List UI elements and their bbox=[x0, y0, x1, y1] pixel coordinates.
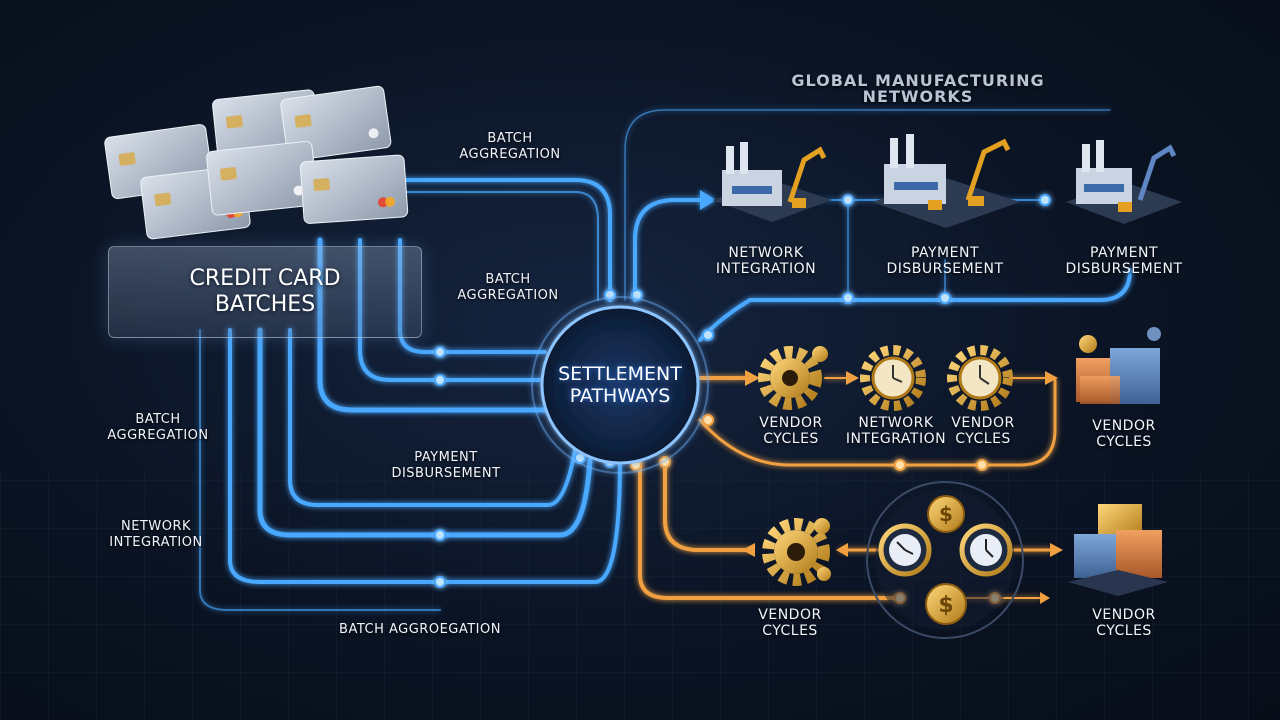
settlement-hub bbox=[531, 296, 709, 474]
clock-icon bbox=[860, 345, 926, 411]
node-dot bbox=[702, 329, 714, 341]
arrow-to-factories bbox=[700, 190, 716, 210]
node-dot bbox=[894, 459, 906, 471]
flow-panel-to-hub-2 bbox=[358, 238, 547, 382]
label-vendor-cycles-1: VENDOR CYCLES bbox=[759, 415, 823, 447]
arrow-to-vendor-gear bbox=[745, 370, 760, 386]
arrow-bottom-clock-left bbox=[836, 543, 848, 557]
credit-card-icon bbox=[206, 141, 319, 216]
flow-vendor-return bbox=[698, 378, 1057, 467]
shipping-container-icon bbox=[1068, 504, 1168, 596]
svg-text:$: $ bbox=[938, 593, 953, 618]
node-dot bbox=[939, 292, 951, 304]
node-dot bbox=[434, 529, 446, 541]
label-factory-payment-disbursement-2: PAYMENT DISBURSEMENT bbox=[1065, 245, 1183, 277]
diagram-title: GLOBAL MANUFACTURING NETWORKS bbox=[791, 71, 1045, 106]
node-dot bbox=[434, 576, 446, 588]
label-batch-aggregation-3: BATCH AGGREGATION bbox=[107, 412, 209, 443]
flow-hub-to-bottom-2 bbox=[638, 458, 902, 600]
clock-icon bbox=[878, 523, 932, 577]
node-dot bbox=[434, 374, 446, 386]
label-factory-payment-disbursement-1: PAYMENT DISBURSEMENT bbox=[886, 245, 1004, 277]
node-dot bbox=[842, 194, 854, 206]
label-batch-aggregation-2: BATCH AGGREGATION bbox=[457, 272, 559, 303]
orange-flows bbox=[638, 376, 1057, 600]
flow-panel-to-hub-5 bbox=[257, 327, 593, 538]
arrow-to-containers bbox=[1045, 371, 1058, 385]
source-label: CREDIT CARD BATCHES bbox=[189, 266, 341, 317]
label-batch-aggroegation: BATCH AGGROEGATION bbox=[339, 622, 501, 637]
flow-hub-to-factories bbox=[624, 109, 1111, 301]
arrow-bottom-coin-right bbox=[1040, 592, 1050, 604]
clock-icon bbox=[959, 523, 1013, 577]
label-vendor-cycles-2: VENDOR CYCLES bbox=[951, 415, 1015, 447]
arrow-bottom-right bbox=[1050, 543, 1063, 557]
node-dot bbox=[1039, 194, 1051, 206]
arrow-to-vendor-clock bbox=[846, 371, 859, 385]
label-network-integration: NETWORK INTEGRATION bbox=[109, 519, 203, 550]
label-payment-disbursement: PAYMENT DISBURSEMENT bbox=[391, 450, 501, 481]
flow-panel-to-hub-1 bbox=[398, 238, 547, 354]
svg-text:$: $ bbox=[939, 502, 953, 526]
flow-panel-to-hub-4 bbox=[288, 328, 577, 507]
credit-card-batches-panel: CREDIT CARD BATCHES bbox=[108, 246, 422, 338]
clock-icon bbox=[947, 345, 1013, 411]
blue-nodes bbox=[434, 194, 1051, 588]
shipping-container-icon bbox=[1076, 327, 1161, 404]
flow-hub-to-factory-row bbox=[698, 268, 1132, 342]
label-factory-network-integration: NETWORK INTEGRATION bbox=[715, 245, 817, 277]
gear-icon bbox=[762, 518, 831, 586]
label-vendor-cycles-bottom-1: VENDOR CYCLES bbox=[758, 607, 822, 639]
dollar-coin-icon: $ bbox=[927, 495, 965, 533]
flow-outer-left bbox=[199, 329, 441, 611]
factory-robot-icon bbox=[872, 134, 1020, 228]
label-batch-aggregation-1: BATCH AGGREGATION bbox=[459, 131, 561, 162]
hub-outer-ring bbox=[531, 296, 709, 474]
node-dot bbox=[976, 459, 988, 471]
hub-label: SETTLEMENT PATHWAYS bbox=[558, 363, 682, 407]
flow-top-aggregation bbox=[328, 178, 612, 302]
gear-icon bbox=[758, 346, 828, 410]
flow-panel-to-hub-3 bbox=[317, 237, 551, 413]
flow-hub-up-arrow bbox=[633, 198, 702, 302]
blue-flows bbox=[199, 109, 1132, 611]
factory-robot-icon bbox=[712, 142, 832, 222]
node-dot bbox=[434, 346, 446, 358]
node-dot bbox=[842, 292, 854, 304]
flow-panel-to-hub-6 bbox=[228, 328, 622, 584]
factory-robot-icon bbox=[1066, 140, 1182, 224]
credit-card-icon bbox=[299, 154, 409, 224]
credit-card-stack bbox=[104, 85, 409, 240]
label-vendor-cycles-3: VENDOR CYCLES bbox=[1092, 418, 1156, 450]
node-dot bbox=[702, 414, 714, 426]
label-network-integration-mid: NETWORK INTEGRATION bbox=[845, 415, 947, 447]
dollar-coin-icon: $ bbox=[925, 583, 967, 625]
flow-hub-to-bottom-1 bbox=[663, 458, 752, 552]
label-vendor-cycles-bottom-2: VENDOR CYCLES bbox=[1092, 607, 1156, 639]
flow-top-aggregation-2 bbox=[329, 191, 599, 301]
hub-core bbox=[540, 305, 700, 465]
arrow-to-bottom-gear bbox=[742, 543, 755, 557]
